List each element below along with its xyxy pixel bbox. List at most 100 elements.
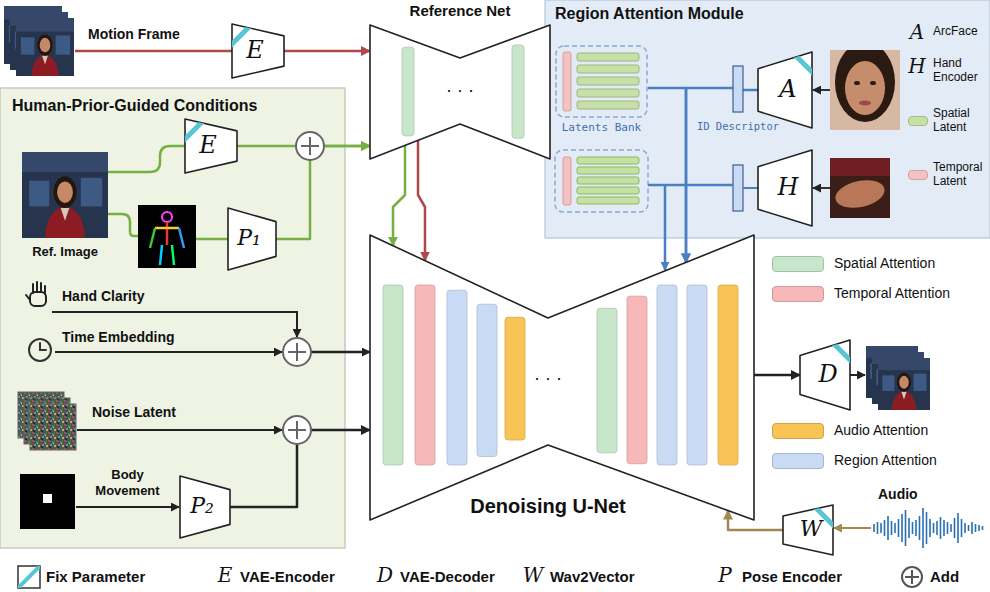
add-symbol — [283, 416, 311, 444]
hand-photo — [830, 158, 890, 218]
id-descriptor-shape — [733, 66, 743, 112]
legend-text: Audio Attention — [834, 422, 986, 439]
legend-swatch — [772, 286, 824, 302]
legend-text: Spatial Attention — [834, 255, 986, 272]
text-holder: Hand Clarity — [62, 288, 202, 305]
legend-swatch — [908, 170, 928, 180]
face-wire — [813, 89, 830, 91]
pose-skeleton-image — [160, 245, 162, 265]
add-symbol — [296, 132, 324, 160]
input-label: Time Embedding — [62, 329, 222, 346]
node-title: ID Descriptor — [688, 120, 788, 133]
attention-layer-bar — [383, 285, 403, 465]
pose-skeleton-image — [166, 222, 169, 245]
add-legend-sample — [902, 567, 922, 587]
text-holder: P — [712, 563, 738, 587]
connector-arrow — [648, 88, 686, 262]
legend-symbol: P — [712, 563, 738, 587]
pose-skeleton-image — [155, 227, 179, 230]
hand-photo — [833, 176, 887, 212]
pose-encoder: P₂ — [180, 476, 230, 538]
vae-encoder: E — [185, 119, 237, 173]
text-holder: Spatial Latent — [933, 106, 989, 135]
text-holder: D — [803, 360, 853, 389]
connector-arrow — [393, 145, 405, 245]
module-symbol: H — [761, 173, 815, 202]
add-symbol — [301, 137, 319, 155]
legend-swatch — [772, 256, 824, 272]
input-label: Audio — [878, 486, 948, 503]
input-label: Motion Frame — [88, 26, 218, 43]
pose-skeleton-image — [179, 228, 184, 248]
hand-icon — [32, 284, 34, 293]
legend-text: Add — [930, 568, 985, 586]
noise-wire — [77, 429, 282, 431]
spatial-latent-bar — [577, 65, 639, 73]
latents-bank-box — [577, 167, 639, 174]
pose-skeleton-image — [138, 205, 196, 268]
text-holder: Spatial Attention — [834, 255, 986, 272]
hand-icon — [30, 292, 46, 306]
pose-skeleton-image — [138, 205, 196, 268]
hand-icon — [26, 295, 30, 300]
text-holder: Motion Frame — [88, 26, 218, 43]
clock-icon — [40, 343, 46, 350]
spatial-latent-bar — [577, 101, 639, 109]
text-holder: Body Movement — [80, 467, 175, 498]
legend-swatch — [772, 453, 824, 469]
text-holder: W — [518, 563, 548, 587]
hand-icon — [40, 283, 42, 292]
text-holder: A — [761, 75, 815, 104]
face-photo — [859, 101, 871, 106]
text-holder: · · · — [528, 368, 568, 390]
add-symbol — [283, 338, 311, 366]
wav2vector-encoder: W — [783, 505, 833, 555]
attention-layer-bar — [415, 285, 435, 465]
attention-layer-bar — [657, 285, 677, 465]
reference-net-outline — [370, 25, 550, 159]
text-holder: D — [372, 563, 398, 587]
connector-arrow — [754, 374, 800, 377]
connector-arrow — [276, 146, 370, 239]
module-symbol: W — [786, 516, 836, 542]
legend-text: Spatial Latent — [933, 106, 989, 135]
motion-frames-photo — [16, 18, 74, 76]
legend-symbol: H — [904, 54, 930, 78]
text-holder: Fix Parameter — [46, 568, 176, 586]
output-frames-photo — [878, 358, 930, 410]
text-holder: Pose Encoder — [742, 568, 872, 586]
add-symbol — [283, 416, 311, 444]
input-label: Noise Latent — [92, 404, 222, 421]
legend-text: Temporal Attention — [834, 285, 986, 302]
text-holder: P₂ — [177, 493, 227, 519]
conditions-panel-fill — [0, 88, 345, 548]
output-frames-photo — [866, 346, 930, 410]
pose-skeleton-image — [162, 212, 172, 222]
text-holder: Human-Prior-Guided Conditions — [12, 96, 332, 115]
text-holder: W — [786, 516, 836, 542]
clock-icon — [29, 339, 51, 361]
text-holder: Reference Net — [370, 2, 550, 20]
text-holder: P₁ — [225, 225, 273, 251]
face-photo — [854, 81, 860, 85]
node-title: Latents Bank — [543, 121, 660, 134]
text-holder: Temporal Attention — [834, 285, 986, 302]
text-holder: E — [182, 131, 234, 160]
reference-image-photo — [22, 152, 108, 238]
conditions-panel: E P₁ P₂ Human-Prior-Guided Conditions — [0, 88, 345, 548]
legend-text: ArcFace — [933, 24, 989, 38]
input-label: Ref. Image — [22, 244, 108, 260]
connector-arrow — [743, 89, 758, 92]
connector-arrow — [284, 50, 370, 53]
attention-layer-bar — [718, 285, 738, 465]
legend-text: VAE-Decoder — [400, 568, 515, 586]
condition-wire — [311, 351, 370, 354]
body-wire — [76, 506, 179, 508]
attention-layer-bar — [447, 290, 467, 465]
spatial-latent-bar — [577, 77, 639, 85]
text-holder: Time Embedding — [62, 329, 222, 346]
module-symbol: A — [761, 75, 815, 104]
time-wire — [55, 351, 282, 353]
motion-frames-photo — [4, 6, 74, 76]
